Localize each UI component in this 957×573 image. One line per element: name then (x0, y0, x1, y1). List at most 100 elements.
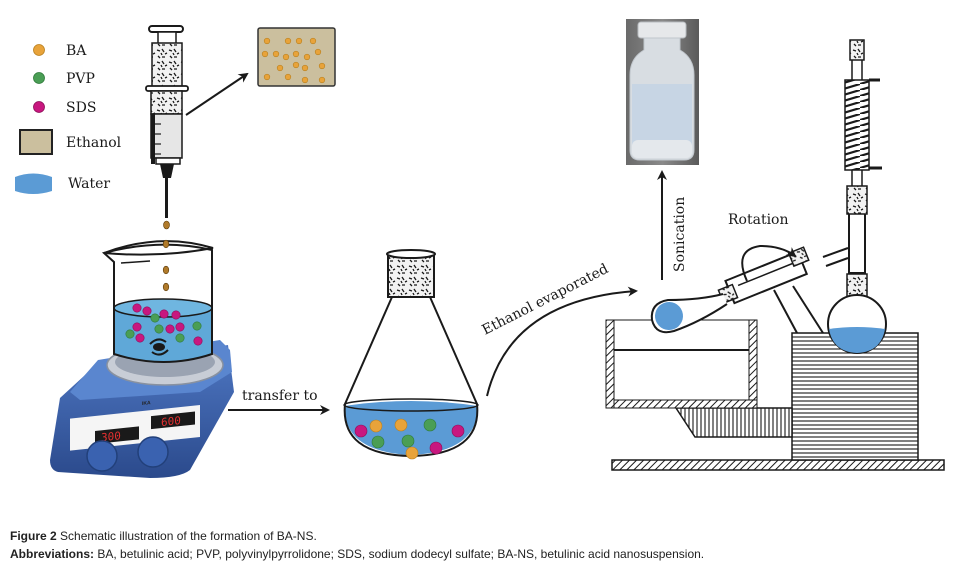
evaporating-flask-liquid (655, 302, 683, 330)
base-plate (611, 459, 945, 471)
legend-item-ethanol: Ethanol (19, 129, 122, 155)
display-left (95, 426, 139, 445)
rotavap-body (791, 332, 919, 461)
ba-particle (282, 53, 290, 61)
pvp-particle (401, 434, 415, 448)
sds-particle (142, 306, 152, 316)
bath-wall-right (748, 319, 758, 409)
sds-particle (429, 441, 443, 455)
legend-label: SDS (66, 100, 96, 116)
sds-particle (193, 336, 203, 346)
beaker-rim (103, 240, 214, 256)
syringe-plunger (157, 31, 177, 45)
legend-label: PVP (66, 71, 95, 87)
syringe-barrel-mid (150, 90, 183, 115)
rotation-arrow (741, 244, 797, 282)
ba-particle (301, 76, 309, 84)
ethanol-ba-inset (257, 27, 336, 87)
beaker-glass (101, 243, 213, 363)
abbreviations: Abbreviations: BA, betulinic acid; PVP, … (10, 547, 704, 561)
beaker (101, 239, 214, 363)
figure-caption-text: Schematic illustration of the formation … (56, 529, 317, 543)
pvp-particle (371, 435, 385, 449)
bath-wall-left (605, 319, 615, 409)
ba-particle (309, 37, 317, 45)
vial-liquid (632, 84, 692, 150)
bath-floor (613, 399, 758, 409)
lift-arm (674, 407, 793, 438)
syringe-scale (151, 114, 155, 164)
stirrer-brand: IKA (142, 400, 151, 407)
flask-stopper-top (386, 249, 436, 259)
figure-label: Figure 2 (10, 529, 57, 543)
syringe-plunger-cap (148, 25, 184, 33)
display-right-readout: 600 (161, 414, 181, 429)
ba-particle (292, 50, 300, 58)
receiving-column (848, 212, 866, 274)
syringe-tip (155, 157, 181, 165)
conical-flask (343, 249, 479, 460)
transfer-label: transfer to (242, 388, 318, 404)
pvp-particle (192, 321, 202, 331)
abbreviations-label: Abbreviations: (10, 547, 95, 561)
ba-particle (394, 418, 408, 432)
beaker-water (114, 304, 212, 362)
pvp-particle (154, 324, 164, 334)
pvp-particle (175, 333, 185, 343)
syringe (145, 25, 189, 230)
beaker-particles (125, 303, 203, 346)
syringe-tick-marks (155, 123, 161, 155)
support-strut (773, 289, 798, 334)
ba-particle-icon (33, 44, 45, 56)
display-right (151, 411, 195, 430)
sds-particle (132, 322, 142, 332)
condenser-top (849, 39, 865, 61)
flask-stopper (387, 253, 435, 298)
droplet-icon (163, 220, 170, 230)
ba-particle (314, 48, 322, 56)
sonication-label: Sonication (672, 197, 688, 272)
rotation-motor (717, 246, 810, 305)
syringe-barrel-upper (151, 42, 183, 88)
ethanol-swatch-icon (19, 129, 53, 155)
ba-particle (318, 62, 326, 70)
syringe-solution (150, 113, 183, 159)
ba-particle (369, 419, 383, 433)
sds-particle (132, 303, 142, 313)
sds-particle (354, 424, 368, 438)
pvp-particle-icon (33, 72, 45, 84)
ba-particle (405, 446, 419, 460)
vial-cap (637, 21, 687, 39)
sds-particle-icon (33, 101, 45, 113)
legend-item-pvp: PVP (33, 71, 95, 87)
falling-droplets (162, 239, 170, 292)
ba-particle (318, 76, 326, 84)
ba-particle (263, 73, 271, 81)
legend-item-sds: SDS (33, 100, 96, 116)
legend-item-ba: BA (33, 43, 87, 59)
ba-particle (301, 64, 309, 72)
flask-water-surface (343, 398, 479, 412)
sds-particle (171, 310, 181, 320)
legend-label: Ethanol (66, 135, 122, 151)
column-clamp (846, 185, 868, 215)
condenser-coil (844, 79, 870, 171)
water-swatch-icon (15, 173, 52, 194)
vial-liquid-bottom (632, 140, 692, 158)
evaporation-arrow (486, 286, 638, 397)
sds-particle (165, 324, 175, 334)
beaker-line (120, 260, 151, 264)
pvp-particle (423, 418, 437, 432)
speed-knob (86, 440, 118, 472)
display-left-readout: 300 (101, 429, 121, 444)
pvp-particle (150, 313, 160, 323)
legend: BA PVP SDS Ethanol Water (15, 43, 122, 194)
figure-caption: Figure 2 Schematic illustration of the f… (10, 529, 317, 543)
ba-particle (295, 37, 303, 45)
ba-particle (292, 61, 300, 69)
sds-particle (175, 322, 185, 332)
ba-particle (284, 73, 292, 81)
syringe-to-inset-arrow (185, 72, 249, 116)
syringe-needle (165, 178, 168, 218)
